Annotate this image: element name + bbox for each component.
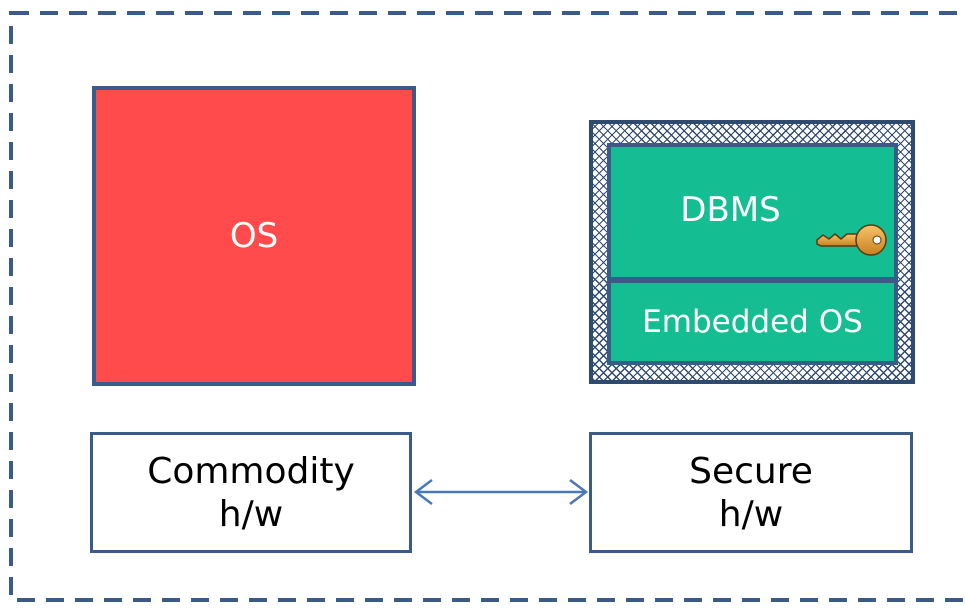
commodity-hw-line2: h/w: [218, 493, 284, 535]
double-arrow-icon: [413, 479, 589, 505]
commodity-hw-line1: Commodity: [147, 450, 355, 492]
dbms-label: DBMS: [680, 190, 781, 230]
embedded-os-block: Embedded OS: [607, 279, 898, 365]
commodity-hw-block: Commodity h/w: [90, 432, 412, 553]
os-block: OS: [92, 86, 416, 386]
key-icon: [816, 224, 887, 256]
secure-hw-block: Secure h/w: [589, 432, 913, 553]
secure-hw-line2: h/w: [718, 493, 784, 535]
secure-hw-line1: Secure: [689, 450, 813, 492]
os-label: OS: [229, 216, 279, 256]
dbms-block: DBMS: [607, 143, 898, 281]
embedded-os-label: Embedded OS: [642, 304, 863, 340]
